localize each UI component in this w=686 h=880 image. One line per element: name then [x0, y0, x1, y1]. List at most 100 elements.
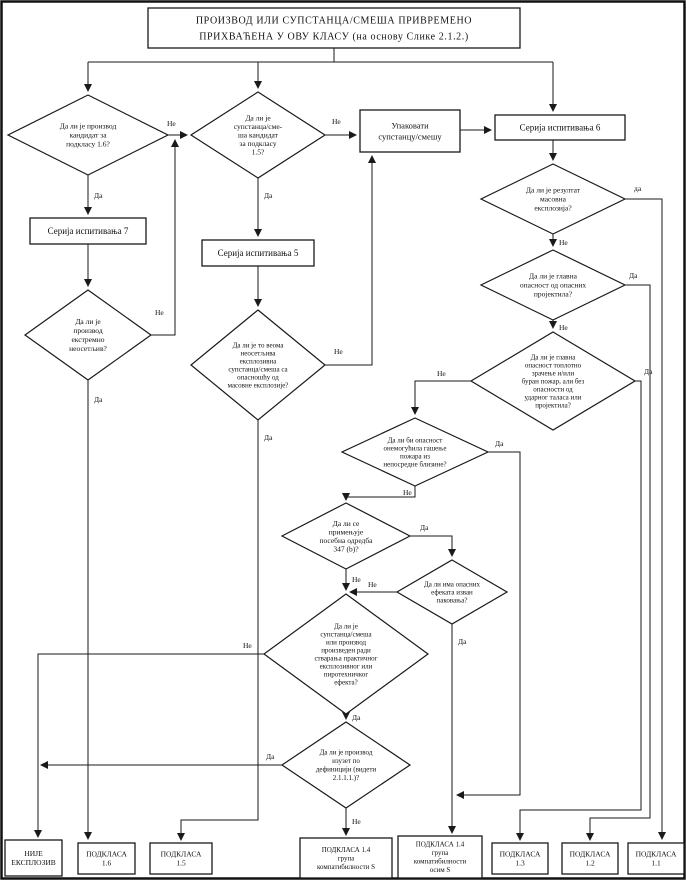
- edge-line: [411, 380, 471, 415]
- edge-label: да: [634, 184, 642, 193]
- process-shape: [397, 835, 483, 879]
- edge-label: Не: [352, 817, 361, 826]
- decision-shape: [189, 91, 327, 179]
- edge-17: да: [625, 184, 666, 840]
- decision-shape: [6, 94, 170, 176]
- edge-label: Да: [352, 713, 361, 722]
- process-shape: [4, 839, 63, 877]
- edge-label: Не: [352, 575, 361, 584]
- decision-shape: [395, 559, 509, 625]
- process-shape: [627, 842, 685, 875]
- edge-9: Не: [151, 139, 179, 336]
- process-shape: [494, 114, 626, 141]
- node-series-6: Серија испитивања 6: [494, 114, 626, 141]
- edge-26: Не: [342, 569, 361, 591]
- edge-label: Да: [420, 523, 429, 532]
- edge-label: Не: [334, 347, 343, 356]
- edge-20: Не: [549, 320, 568, 332]
- edge-line: [177, 420, 259, 841]
- edge-line: [586, 284, 651, 841]
- edge-label: Не: [368, 580, 377, 589]
- edge-label: Да: [644, 367, 653, 376]
- edge-line: [342, 486, 416, 501]
- edge-label: Да: [629, 271, 638, 280]
- decision-shape: [479, 249, 627, 321]
- edge-label: Не: [403, 488, 412, 497]
- decision-shape: [262, 593, 430, 715]
- edge-line: [34, 653, 264, 838]
- edge-19: Да: [586, 271, 651, 841]
- edge-28: Не: [349, 580, 397, 596]
- edge-30: Не: [34, 641, 264, 838]
- edge-32: Не: [342, 808, 361, 836]
- edge-label: Да: [264, 433, 273, 442]
- edge-label: Да: [266, 752, 275, 761]
- node-label: Серија испитивања 5: [218, 248, 299, 258]
- edge-label: Не: [155, 308, 164, 317]
- edge-label: Да: [94, 191, 103, 200]
- node-series-7: Серија испитивања 7: [29, 217, 147, 245]
- edge-21: Да: [516, 367, 653, 841]
- edge-label: Не: [243, 641, 252, 650]
- edge-25: Да: [410, 523, 456, 557]
- edge-label: Да: [495, 439, 504, 448]
- decision-shape: [469, 331, 637, 431]
- edge-line: [516, 380, 642, 841]
- edge-18: Не: [549, 234, 568, 247]
- edge-line: [625, 198, 666, 840]
- edge-14: Не: [325, 117, 357, 139]
- edge-label: Не: [559, 323, 568, 332]
- process-shape: [149, 842, 213, 875]
- edge-31: Да: [40, 752, 282, 769]
- edge-13: Не: [325, 155, 376, 366]
- node-label: Серија испитивања 7: [48, 226, 129, 236]
- edge-label: Не: [437, 369, 446, 378]
- process-shape: [77, 842, 136, 875]
- edge-label: Да: [458, 637, 467, 646]
- edge-label: Да: [94, 395, 103, 404]
- process-shape: [147, 7, 521, 49]
- edge-22: Не: [411, 369, 471, 415]
- edge-line: [325, 155, 376, 366]
- edge-27: Да: [448, 624, 467, 834]
- edge-line: [456, 451, 521, 799]
- process-shape: [561, 842, 619, 875]
- edge-24: Не: [342, 486, 416, 501]
- process-shape: [201, 239, 315, 267]
